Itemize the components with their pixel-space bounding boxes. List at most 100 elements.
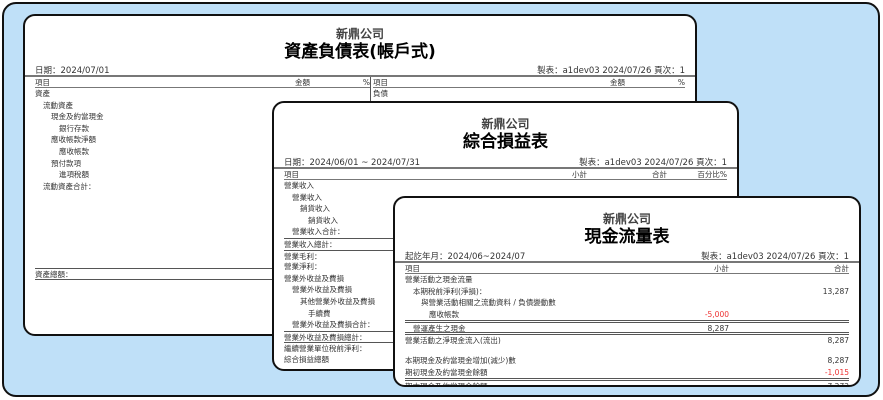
row-label: 營業外收益及費損 bbox=[284, 273, 344, 283]
row-label: 營業外收益及費損合計： bbox=[292, 320, 375, 330]
row-label: 營業活動之淨現金流入(流出) bbox=[405, 335, 501, 344]
liabilities-column: 項目金額% 負債 bbox=[370, 77, 695, 101]
row-label: 營業收入 bbox=[284, 181, 314, 190]
row-label: 銷貨收入 bbox=[308, 215, 338, 225]
report-date: 日期：2024/07/01 bbox=[35, 66, 110, 76]
row-label: 銷貨收入 bbox=[300, 204, 330, 214]
row-total bbox=[729, 297, 849, 309]
table-row: 本期稅前淨利(淨損)： 13,287 bbox=[405, 286, 849, 298]
col-item: 項目 bbox=[284, 170, 299, 179]
table-row: 與營業活動相關之流動資料 / 負債變動數 bbox=[405, 297, 849, 309]
col-percent: % bbox=[362, 78, 370, 87]
table-row: 營業外收益及費損 bbox=[284, 273, 727, 285]
row-sub bbox=[669, 344, 729, 356]
row-label: 期末現金及約當現金餘額 bbox=[405, 382, 488, 387]
row-label: 預付款項 bbox=[51, 158, 81, 168]
row-label: 繼續營業單位稅前淨利： bbox=[284, 344, 367, 354]
report-title: 資產負債表(帳戶式) bbox=[284, 42, 436, 62]
table-row: 營業外收益及費損 bbox=[284, 284, 727, 296]
col-amount: 金額 bbox=[295, 78, 310, 87]
table-row: 應收帳款淨額 bbox=[35, 134, 360, 146]
row-label: 營業淨利： bbox=[284, 262, 322, 272]
row-total: 8,287 bbox=[827, 356, 849, 366]
col-subtotal: 小計 bbox=[714, 264, 729, 273]
col-percent: 百分比% bbox=[697, 170, 727, 179]
row-label: 營業毛利： bbox=[284, 251, 322, 261]
row-label: 銀行存款 bbox=[59, 123, 89, 133]
table-row: 銷貨收入 bbox=[284, 215, 727, 227]
row-label: 進項稅額 bbox=[59, 170, 89, 180]
table-row: 期末現金及約當現金餘額 7,272 bbox=[405, 378, 849, 387]
report-title: 現金流量表 bbox=[584, 227, 670, 247]
company-name: 新鼎公司 bbox=[602, 212, 651, 226]
row-total: 8,287 bbox=[827, 335, 849, 345]
row-sub bbox=[669, 297, 729, 309]
row-label: 應收帳款 bbox=[429, 309, 459, 319]
row-sub bbox=[669, 335, 729, 344]
row-label: 營業活動之現金流量 bbox=[405, 275, 473, 284]
row-label: 流動資產 bbox=[43, 100, 73, 110]
table-row: 營業收入 bbox=[284, 192, 727, 204]
table-row: 期初現金及約當現金餘額 -1,015 bbox=[405, 367, 849, 379]
table-row: 綜合損益總額 bbox=[284, 354, 727, 366]
col-item: 項目 bbox=[373, 78, 388, 87]
col-subtotal: 小計 bbox=[572, 170, 587, 179]
table-row: 營業活動之淨現金流入(流出) 8,287 bbox=[405, 331, 849, 345]
row-label bbox=[405, 344, 669, 356]
row-label: 手續費 bbox=[308, 308, 331, 318]
row-label: 其他營業外收益及費損 bbox=[300, 296, 375, 306]
row-total bbox=[729, 323, 849, 332]
row-total: 13,287 bbox=[822, 286, 849, 296]
assets-column: 項目 金額% 資產流動資產現金及約當現金銀行存款應收帳款淨額應收帳款預付款項進項稅… bbox=[25, 77, 370, 280]
row-label: 應收帳款 bbox=[59, 146, 89, 156]
col-item: 項目 bbox=[35, 78, 50, 87]
table-row: 流動資產 bbox=[35, 100, 360, 112]
table-row: 銀行存款 bbox=[35, 123, 360, 135]
row-total bbox=[729, 274, 849, 286]
col-amount: 金額 bbox=[610, 78, 625, 87]
row-total: 7,272 bbox=[827, 382, 849, 387]
row-total: -1,015 bbox=[824, 367, 849, 377]
row-label: 資產 bbox=[35, 89, 50, 98]
report-title: 綜合損益表 bbox=[463, 132, 548, 152]
row-label: 營運產生之現金 bbox=[413, 324, 466, 332]
row-label: 本期稅前淨利(淨損)： bbox=[413, 286, 487, 296]
row-sub bbox=[669, 367, 729, 379]
table-row: 營業收入合計： bbox=[284, 226, 727, 238]
row-label: 現金及約當現金 bbox=[51, 112, 104, 122]
table-row: 流動資產合計： bbox=[35, 181, 360, 193]
col-item: 項目 bbox=[405, 264, 420, 273]
row-total bbox=[729, 344, 849, 356]
row-label: 與營業活動相關之流動資料 / 負債變動數 bbox=[421, 298, 556, 308]
row-label: 營業收入總計： bbox=[284, 239, 337, 249]
table-row: 應收帳款 bbox=[35, 146, 360, 158]
report-maker: 製表：a1dev03 2024/07/26 頁次：1 bbox=[537, 66, 685, 76]
row-label: 期初現金及約當現金餘額 bbox=[405, 367, 488, 377]
row-sub bbox=[669, 381, 729, 385]
table-row: 預付款項 bbox=[35, 158, 360, 170]
table-row: 營業收入 bbox=[284, 180, 727, 192]
row-label: 流動資產合計： bbox=[43, 181, 96, 191]
row-total bbox=[729, 309, 849, 321]
row-sub: 8,287 bbox=[707, 324, 729, 334]
row-label: 營業收入 bbox=[292, 192, 322, 202]
table-row: 進項稅額 bbox=[35, 169, 360, 181]
table-row: 營業活動之現金流量 bbox=[405, 274, 849, 286]
assets-total-label: 資產總額： bbox=[35, 270, 73, 279]
row-label: 綜合損益總額 bbox=[284, 354, 329, 364]
row-label: 營業外收益及費損總計： bbox=[284, 332, 367, 342]
table-row: 銷貨收入 bbox=[284, 203, 727, 215]
report-maker: 製表：a1dev03 2024/07/26 頁次：1 bbox=[579, 158, 727, 168]
report-maker: 製表：a1dev03 2024/07/26 頁次：1 bbox=[701, 252, 849, 262]
table-row: 營運產生之現金 8,287 bbox=[405, 320, 849, 334]
company-name: 新鼎公司 bbox=[481, 117, 530, 131]
table-row: 資產 bbox=[35, 88, 360, 100]
row-label: 應收帳款淨額 bbox=[51, 135, 96, 145]
table-row: 現金及約當現金 bbox=[35, 111, 360, 123]
table-row: 其他營業外收益及費損 bbox=[284, 296, 727, 308]
table-row: 營業外收益及費損合計： bbox=[284, 319, 727, 331]
row-sub bbox=[669, 286, 729, 298]
company-name: 新鼎公司 bbox=[335, 27, 384, 41]
